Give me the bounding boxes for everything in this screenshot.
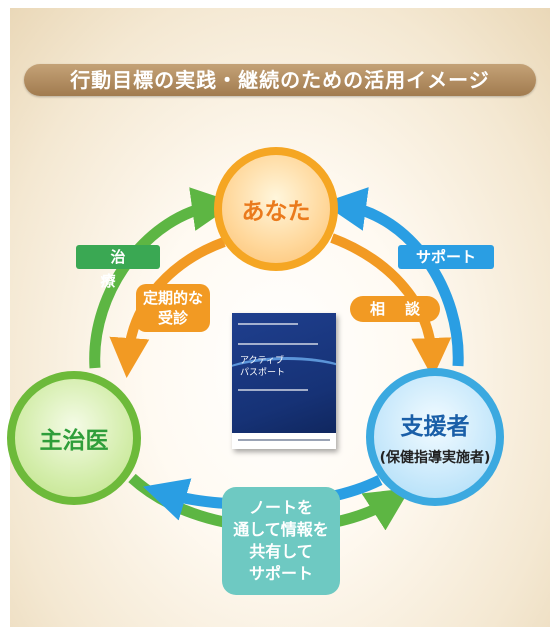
node-doctor-label: 主治医 <box>39 428 109 454</box>
passport-booklet-image: アクティブ パスポート <box>232 313 336 449</box>
node-you-label: あなた <box>241 199 311 225</box>
label-share-info: ノートを 通して情報を 共有して サポート <box>222 487 340 595</box>
node-you: あなた <box>214 147 338 271</box>
label-regular-visit-text: 定期的な 受診 <box>142 289 203 327</box>
booklet-author-line <box>238 389 308 391</box>
page-title: 行動目標の実践・継続のための活用イメージ <box>24 64 536 96</box>
booklet-cover: アクティブ パスポート <box>232 313 336 433</box>
node-supporter-sublabel: (保健指導実施者) <box>379 450 491 466</box>
label-consult: 相談 <box>350 296 440 322</box>
booklet-subheader-line <box>238 343 318 345</box>
node-supporter-label: 支援者 <box>400 414 470 440</box>
label-treatment: 治療 <box>76 245 160 290</box>
booklet-header-line <box>238 323 298 325</box>
booklet-title: アクティブ パスポート <box>240 356 286 378</box>
booklet-footer-line <box>238 439 330 441</box>
arrow-you-to-supporter <box>330 233 452 378</box>
label-share-info-text: ノートを 通して情報を 共有して サポート <box>233 498 329 583</box>
label-regular-visit: 定期的な 受診 <box>136 284 210 332</box>
label-support: サポート <box>398 245 494 269</box>
node-doctor: 主治医 <box>7 371 141 505</box>
node-supporter: 支援者 (保健指導実施者) <box>366 368 504 506</box>
booklet-wave-decoration <box>232 357 336 406</box>
